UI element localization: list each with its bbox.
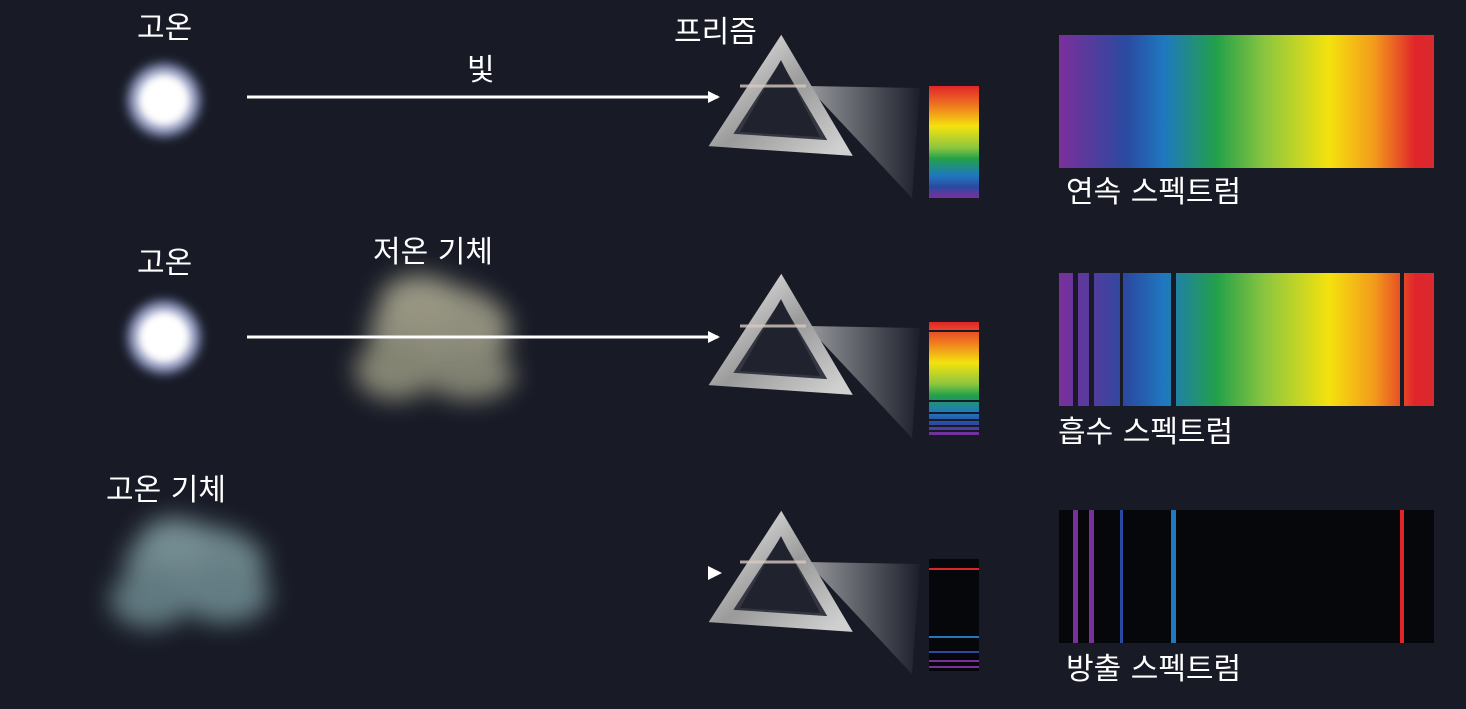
emission-line [1400,510,1404,643]
hot-gas-cloud [110,518,270,628]
small-continuous-spectrum [929,86,979,198]
absorption-line [1089,273,1094,406]
cool-gas-label: 저온 기체 [373,235,493,270]
absorption-line [1073,273,1078,406]
emission-spectrum [1059,510,1434,643]
cool-gas-cloud [355,275,515,400]
emission-line [1120,510,1123,643]
hot-gas-label: 고온 기체 [106,473,226,508]
emission-line [1171,510,1176,643]
absorption-spectrum [1059,273,1434,406]
emission-line [1089,510,1094,643]
emission-spectrum-label: 방출 스펙트럼 [1066,652,1242,687]
hot-source-2 [122,295,206,379]
continuous-spectrum [1059,35,1434,168]
absorption-line [1120,273,1123,406]
hot-source-label-2: 고온 [137,246,193,281]
prism-1 [708,34,920,198]
prism-2 [708,273,920,438]
small-absorption-spectrum [929,322,979,435]
prism-label: 프리즘 [674,15,757,50]
absorption-spectrum-label: 흡수 스펙트럼 [1058,415,1234,450]
prism-3 [708,510,920,674]
emission-line [1073,510,1078,643]
absorption-line [1400,273,1404,406]
small-emission-spectrum [929,559,979,671]
hot-source-1 [122,58,206,142]
light-label: 빛 [467,53,495,88]
continuous-spectrum-label: 연속 스펙트럼 [1066,175,1242,210]
hot-source-label-1: 고온 [137,11,193,46]
absorption-line [1171,273,1176,406]
arrow-head-3 [708,566,722,580]
